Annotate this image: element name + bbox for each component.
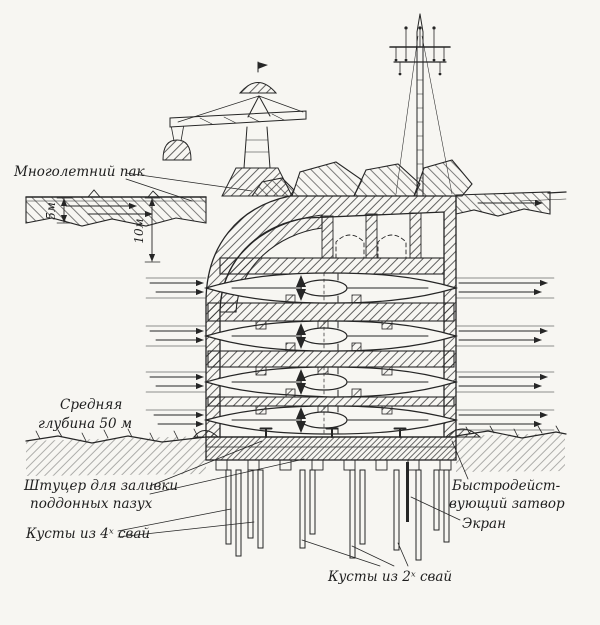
label-piles-2: Кусты из 2ˣ свай [327, 569, 452, 585]
flow-arrows [145, 277, 555, 431]
turbine-level-3 [231, 366, 429, 398]
label-piles-4: Кусты из 4ˣ свай [25, 526, 150, 542]
grout-fittings [259, 427, 407, 438]
dimension-10m [144, 197, 161, 263]
label-fitting-line2: поддонных пазух [30, 496, 153, 512]
flow-level-2 [145, 325, 555, 347]
hall-arched-openings [335, 234, 407, 259]
dimension-5m [56, 197, 73, 224]
pile-clusters [225, 469, 450, 561]
station-structure [203, 195, 459, 438]
insulator-strings [394, 26, 446, 76]
hall-piers [321, 212, 422, 259]
turbine-level-4 [231, 405, 429, 435]
label-gate-line1: Быстродейст- [451, 478, 561, 494]
turbine-units [231, 272, 429, 435]
crane-cap [238, 82, 278, 94]
seabed [25, 425, 567, 476]
turbine-level-2 [231, 320, 429, 352]
label-avg-depth-line2: глубина 50 м [38, 416, 132, 432]
pile-caps [215, 459, 452, 471]
label-avg-depth-line1: Средняя [60, 397, 122, 413]
deck-crane [162, 61, 307, 197]
turbine-level-1 [231, 272, 429, 304]
hoisted-load [162, 139, 192, 161]
seepage-screen [406, 462, 409, 522]
label-gate-line2: вующий затвор [449, 496, 565, 512]
leader-lines [117, 172, 469, 567]
flow-level-4 [145, 409, 555, 431]
label-fitting-line1: Штуцер для заливки [23, 478, 178, 494]
flow-level-1 [145, 277, 555, 299]
label-screen: Экран [462, 516, 506, 532]
ice-pack-right [455, 191, 567, 217]
flow-level-3 [145, 371, 555, 393]
label-dim-5m: 5м [44, 202, 58, 220]
label-perennial-pack: Многолетний пак [13, 164, 145, 180]
power-mast [389, 13, 453, 197]
crane-jib [169, 110, 307, 128]
floor-ribs [255, 294, 393, 415]
hall-floor-slab [219, 257, 445, 275]
grass-ticks [35, 425, 561, 442]
labels: Многолетний пак 5м 10м Средняя глубина 5… [13, 164, 565, 585]
ice-pack-left [25, 189, 207, 227]
label-dim-10m: 10м [132, 218, 146, 243]
crane-pedestal [221, 167, 293, 197]
